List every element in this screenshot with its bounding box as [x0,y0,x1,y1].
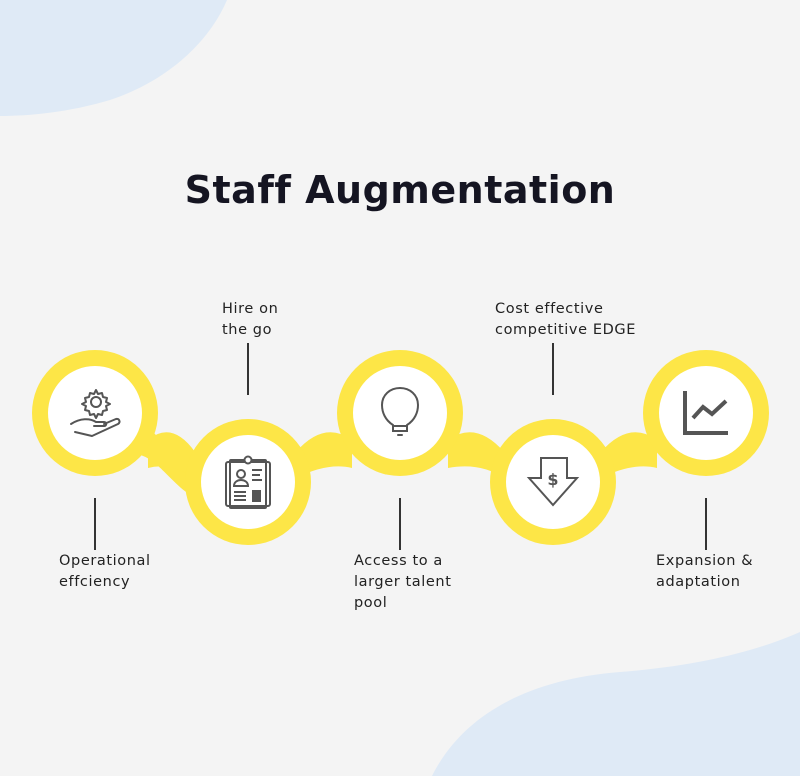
step-label-cost-effective: Cost effective competitive EDGE [495,301,636,338]
svg-text:$: $ [547,470,558,489]
dollar-down-arrow-icon: $ [526,457,580,507]
resume-clipboard-icon [225,455,271,509]
line-chart-icon [683,391,728,435]
lightbulb-icon [380,386,420,436]
gear-hand-icon [70,389,121,437]
bottom-right-blob [432,632,800,776]
step-label-operational-efficiency: Operational effciency [59,553,151,590]
top-left-blob [0,0,227,116]
chain-connectors [140,420,657,500]
step-label-expansion-adaptation: Expansion & adaptation [656,553,754,590]
page-title: Staff Augmentation [184,168,616,212]
step-label-access-talent-pool: Access to a larger talent pool [354,553,452,611]
leader-lines [94,343,707,550]
step-label-hire-on-the-go: Hire on the go [222,301,279,338]
chain-inner [48,366,753,529]
